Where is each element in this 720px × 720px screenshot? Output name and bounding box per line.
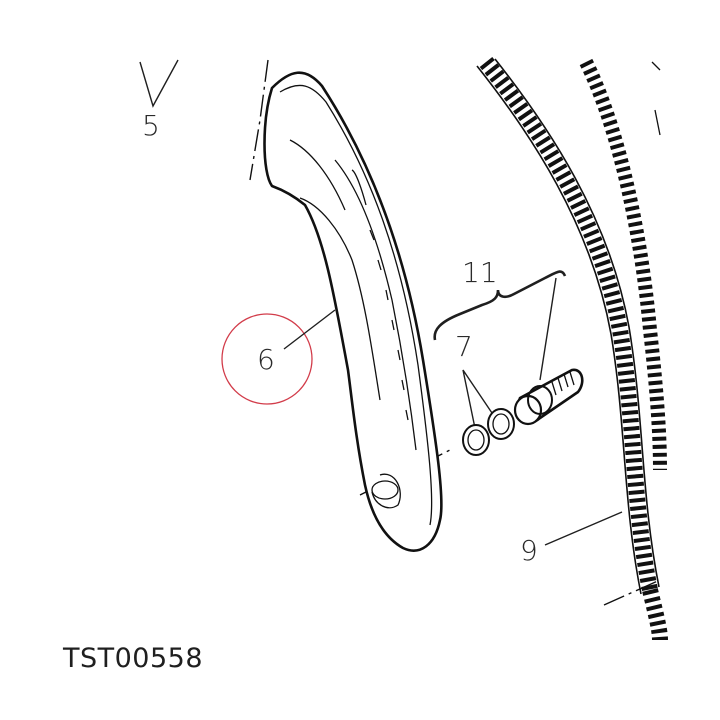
- guide-pivot-hole: [371, 480, 399, 500]
- callout-5-label: 5: [142, 109, 160, 142]
- callout-9-label: 9: [520, 534, 538, 567]
- reference-code: TST00558: [62, 643, 203, 674]
- callout-6-leader: [283, 309, 336, 350]
- centerline-upper: [249, 59, 269, 181]
- callout-6-highlight-circle: [221, 313, 313, 405]
- sealing-washer-2: [487, 408, 515, 440]
- centerline-chain-lower: [603, 579, 661, 606]
- callout-7-leader: [462, 369, 493, 434]
- chain-guide-rail: [263, 71, 443, 552]
- callout-11-leader: [539, 277, 557, 381]
- callout-7-label: 7: [455, 330, 473, 363]
- callout-11-brace: [433, 270, 567, 341]
- pivot-bolt: [513, 368, 584, 426]
- callout-9-leader: [544, 511, 623, 546]
- callout-6-label: 6: [257, 343, 275, 376]
- sealing-washer-1: [462, 424, 490, 456]
- callout-11-label: 11: [462, 256, 498, 289]
- callout-5-leader: [139, 59, 179, 108]
- timing-chain: [476, 57, 668, 641]
